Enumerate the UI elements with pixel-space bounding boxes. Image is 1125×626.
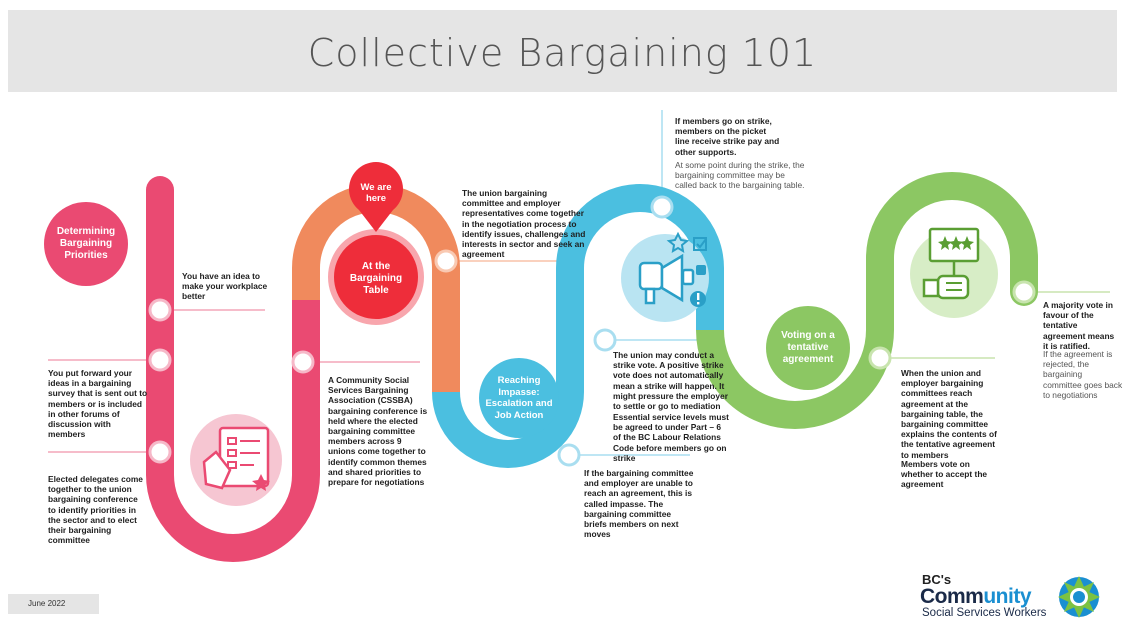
waypoints — [148, 195, 1036, 467]
note-reach: When the union and employer bargaining c… — [901, 368, 997, 460]
bubble-determining — [44, 202, 128, 286]
stage-label-voting: Voting on a tentative agreement — [781, 330, 835, 365]
note-strike-pay: If members go on strike, members on the … — [675, 116, 780, 157]
note-called-back: At some point during the strike, the bar… — [675, 160, 805, 191]
waypoint-strike-vote — [593, 328, 617, 352]
ballot-illustration-icon — [910, 227, 998, 318]
header-bar: Collective Bargaining 101 — [8, 10, 1117, 92]
waypoint-majority — [1012, 280, 1036, 304]
waypoint-survey — [148, 348, 172, 372]
stage-label-determining: Determining Bargaining Priorities — [56, 226, 116, 261]
waypoint-impasse — [557, 443, 581, 467]
note-vote: Members vote on whether to accept the ag… — [901, 459, 988, 490]
note-idea: You have an idea to make your workplace … — [182, 271, 268, 302]
waypoint-conference — [291, 350, 315, 374]
we-are-here-pin — [349, 162, 404, 232]
note-impasse: If the bargaining committee and employer… — [584, 468, 694, 540]
road-blue — [432, 184, 724, 468]
waypoint-reach — [868, 346, 892, 370]
logo-text-community: Community — [920, 585, 1032, 608]
bubble-voting — [766, 306, 850, 390]
logo-text-bcs: BC's — [922, 572, 952, 587]
waypoint-idea — [148, 298, 172, 322]
road-green — [696, 172, 1038, 429]
waypoint-table — [434, 249, 458, 273]
note-majority: A majority vote in favour of the tentati… — [1043, 300, 1115, 351]
stage-label-table: At the Bargaining Table — [349, 261, 403, 296]
survey-illustration-icon — [190, 414, 282, 506]
note-strike-vote: The union may conduct a strike vote. A p… — [613, 350, 728, 412]
page-title: Collective Bargaining 101 — [307, 31, 818, 75]
megaphone-illustration-icon — [621, 231, 709, 322]
date-label: June 2022 — [8, 594, 99, 614]
stage-label-we-are-here: We are here — [360, 182, 392, 204]
note-rejected: If the agreement is rejected, the bargai… — [1043, 349, 1123, 400]
waypoint-strike-pay — [650, 195, 674, 219]
bubble-impasse — [479, 358, 559, 438]
logo-text-subtitle: Social Services Workers — [922, 607, 1047, 619]
logo-emblem-icon — [1058, 576, 1100, 618]
note-survey: You put forward your ideas in a bargaini… — [48, 368, 148, 440]
waypoint-delegates — [148, 440, 172, 464]
note-delegates: Elected delegates come together to the u… — [48, 474, 143, 546]
note-essential: Essential service levels must be agreed … — [613, 412, 729, 463]
note-table: The union bargaining committee and emplo… — [462, 188, 586, 260]
road-pink — [146, 190, 320, 562]
note-conference: A Community Social Services Bargaining A… — [328, 375, 428, 488]
stage-label-impasse: Reaching Impasse: Escalation and Job Act… — [485, 375, 553, 421]
